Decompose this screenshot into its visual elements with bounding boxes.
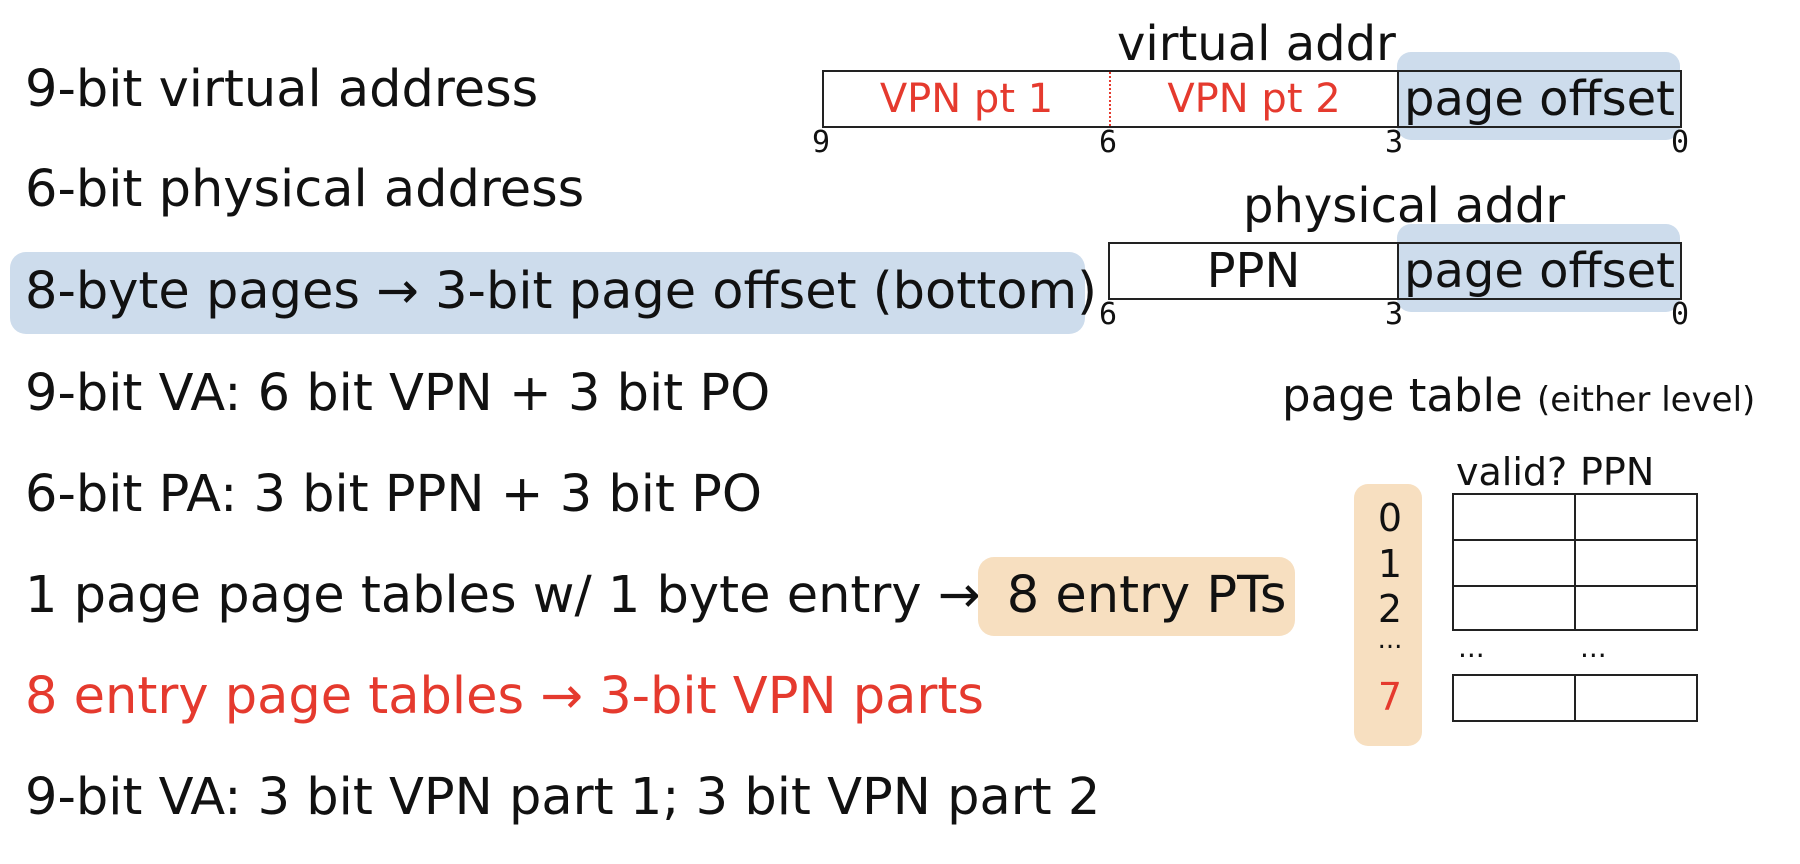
ppn-field: PPN — [1206, 243, 1301, 299]
header-valid: valid? — [1456, 450, 1568, 494]
page-table-index-highlight — [1354, 484, 1422, 746]
virtual-bit-3: 3 — [1385, 125, 1404, 160]
line-page-offset: 8-byte pages → 3-bit page offset (bottom… — [25, 262, 1098, 321]
page-offset-highlight-line — [10, 252, 1085, 334]
virtual-page-offset-field: page offset — [1404, 71, 1675, 127]
page-table-label: page table — [1282, 369, 1523, 422]
pt-row7-valid — [1452, 674, 1576, 722]
pt-row1-valid — [1452, 539, 1576, 587]
line-virtual-address: 9-bit virtual address — [25, 60, 539, 119]
physical-page-offset-field: page offset — [1404, 243, 1675, 299]
line-va-split: 9-bit VA: 6 bit VPN + 3 bit PO — [25, 364, 771, 423]
physical-bit-3: 3 — [1385, 297, 1404, 332]
entry-pts-text: 8 entry PTs — [1006, 566, 1287, 625]
page-table-title: page table (either level) — [1282, 370, 1755, 426]
page-table-index-1: 1 — [1377, 542, 1403, 586]
vpn-divider — [1109, 72, 1111, 126]
pt-row1-ppn — [1574, 539, 1698, 587]
pt-ellipsis-ppn: ... — [1580, 631, 1607, 664]
page-table-subtitle: (either level) — [1536, 380, 1756, 420]
line-page-tables: 1 page page tables w/ 1 byte entry → 8 e… — [25, 566, 1286, 626]
physical-bit-6: 6 — [1099, 297, 1118, 332]
pt-ellipsis-valid: ... — [1458, 631, 1485, 664]
header-ppn: PPN — [1580, 450, 1655, 494]
line-pa-split: 6-bit PA: 3 bit PPN + 3 bit PO — [25, 465, 763, 524]
line-physical-address: 6-bit physical address — [25, 160, 585, 219]
physical-bit-0: 0 — [1671, 297, 1690, 332]
vpn-pt2-field: VPN pt 2 — [1167, 76, 1341, 122]
virtual-addr-title: virtual addr — [1117, 16, 1396, 72]
pt-row2-valid — [1452, 585, 1576, 631]
line-vpn-parts: 8 entry page tables → 3-bit VPN parts — [25, 667, 984, 726]
physical-page-offset-highlight — [1397, 224, 1680, 312]
entry-pts-highlight — [978, 557, 1295, 636]
offset-divider — [1397, 72, 1399, 126]
page-tables-text: 1 page page tables w/ 1 byte entry → — [25, 566, 997, 625]
page-table-index-2: 2 — [1377, 587, 1403, 631]
virtual-page-offset-highlight — [1397, 52, 1680, 140]
page-table-index-0: 0 — [1377, 496, 1403, 540]
virtual-bit-6: 6 — [1099, 125, 1118, 160]
virtual-addr-register: VPN pt 1 VPN pt 2 page offset — [822, 70, 1682, 128]
pt-row0-valid — [1452, 493, 1576, 541]
ppn-divider — [1397, 244, 1399, 298]
page-table-index-ellipsis: ... — [1377, 625, 1403, 655]
page-table-index-7: 7 — [1377, 675, 1403, 719]
virtual-bit-9: 9 — [812, 125, 831, 160]
pt-row0-ppn — [1574, 493, 1698, 541]
physical-addr-register: PPN page offset — [1108, 242, 1682, 300]
virtual-bit-0: 0 — [1671, 125, 1690, 160]
vpn-pt1-field: VPN pt 1 — [879, 76, 1054, 122]
line-va-vpn-parts: 9-bit VA: 3 bit VPN part 1; 3 bit VPN pa… — [25, 768, 1101, 827]
pt-row2-ppn — [1574, 585, 1698, 631]
pt-row7-ppn — [1574, 674, 1698, 722]
